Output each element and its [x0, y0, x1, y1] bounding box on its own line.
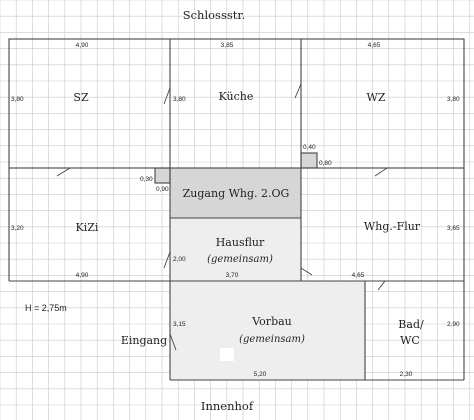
- door-hausflur-flur: [300, 267, 313, 276]
- dim-niche-right-h: 0,40: [303, 144, 316, 151]
- dim-vorbau-height: 3,15: [173, 321, 186, 328]
- room-hausflur-label: Hausflur: [216, 236, 265, 249]
- dim-niche-right-w: 0,80: [319, 160, 332, 167]
- door-whg-flur: [374, 167, 388, 177]
- niche-right-fill: [301, 153, 317, 168]
- dim-wz-width: 4,65: [368, 42, 381, 49]
- dim-kizi-width: 4,90: [76, 272, 89, 279]
- dim-niche-left-w: 0,90: [156, 186, 169, 193]
- dim-kueche-width: 3,85: [221, 42, 234, 49]
- walls: [8, 38, 465, 381]
- dim-vorbau-width: 5,20: [254, 371, 267, 378]
- niche-left-fill: [155, 168, 170, 183]
- door-sz-kueche: [163, 87, 171, 105]
- ceiling-height-note: H = 2,75m: [25, 303, 67, 313]
- hausflur-fill: [170, 218, 301, 281]
- vorbau-marker: [220, 348, 234, 361]
- dim-wz-height: 3,80: [447, 96, 460, 103]
- dimension-labels: 4,90 3,85 4,65 3,80 3,80 3,80 0,40 0,80 …: [11, 42, 460, 378]
- door-kueche-wz: [294, 83, 302, 99]
- door-bad: [377, 280, 386, 291]
- room-zugang-label: Zugang Whg. 2.OG: [183, 187, 290, 200]
- room-kizi-label: KiZi: [76, 221, 99, 234]
- room-vorbau-sub: (gemeinsam): [239, 334, 305, 345]
- room-sz-label: SZ: [73, 91, 89, 104]
- door-eingang: [169, 333, 177, 351]
- dim-hausflur-height: 2,00: [173, 256, 186, 263]
- dim-hausflur-width: 3,70: [226, 272, 239, 279]
- room-hausflur-sub: (gemeinsam): [207, 254, 273, 265]
- dim-bad-width: 2,30: [400, 371, 413, 378]
- dim-whg-flur-width: 4,65: [352, 272, 365, 279]
- street-bottom-label: Innenhof: [201, 399, 254, 413]
- dim-bad-height: 2,90: [447, 321, 460, 328]
- street-top-label: Schlossstr.: [183, 8, 246, 22]
- dim-kueche-height: 3,80: [173, 96, 186, 103]
- room-whg-flur-label: Whg.-Flur: [364, 220, 421, 233]
- door-kizi: [56, 167, 71, 177]
- dim-niche-left-h: 0,30: [140, 176, 153, 183]
- dim-kizi-height: 3,20: [11, 225, 24, 232]
- room-kueche-label: Küche: [219, 90, 254, 103]
- doors: [56, 83, 388, 351]
- dim-whg-flur-height: 3,65: [447, 225, 460, 232]
- dim-sz-width: 4,90: [76, 42, 89, 49]
- room-bad-label-1: Bad/: [398, 318, 424, 331]
- door-hausflur: [163, 251, 171, 269]
- zugang-fill: [170, 168, 301, 218]
- room-wz-label: WZ: [367, 91, 386, 104]
- vorbau-fill: [170, 281, 365, 380]
- room-vorbau-label: Vorbau: [251, 315, 292, 328]
- entrance-label: Eingang: [121, 334, 167, 347]
- room-bad-label-2: WC: [400, 334, 420, 347]
- dim-sz-height: 3,80: [11, 96, 24, 103]
